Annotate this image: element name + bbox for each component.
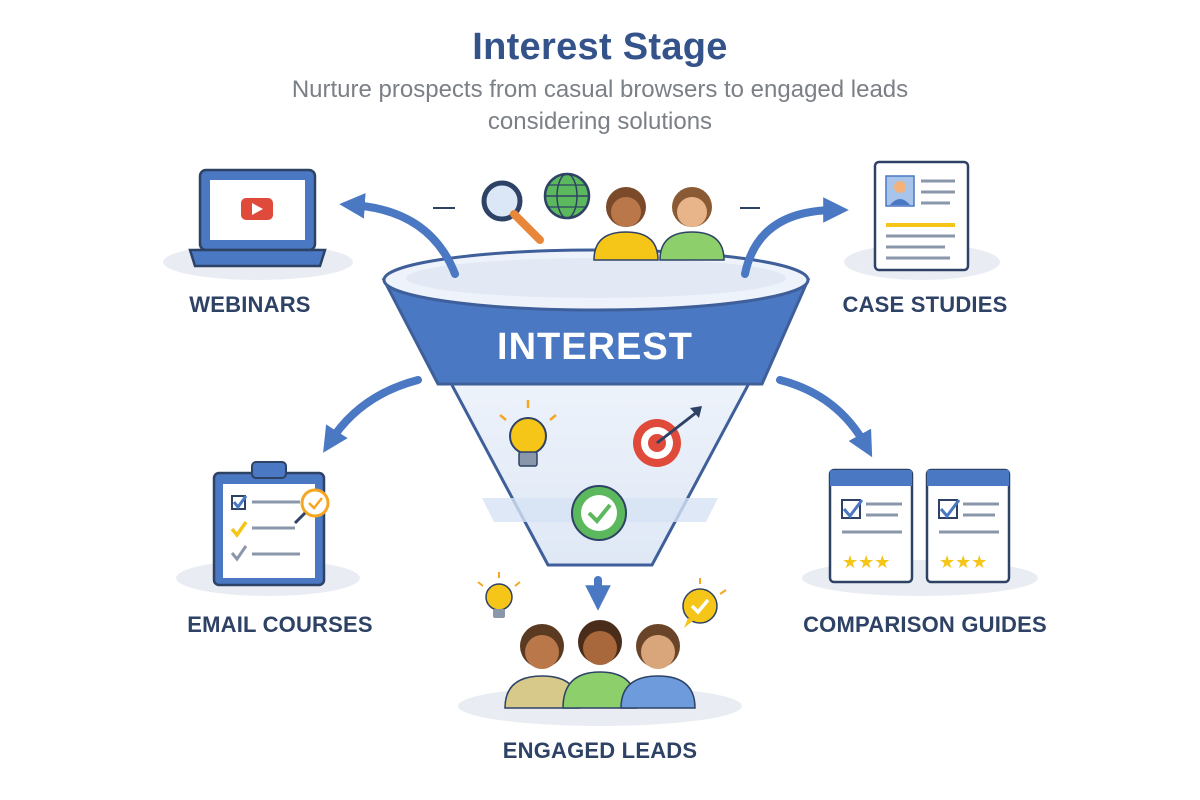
arrow-to-webinars (339, 193, 459, 278)
comparison-doc-left: ★★★ (828, 468, 914, 584)
checkmark-icon (571, 485, 627, 541)
arrow-to-comparison-guides (776, 376, 873, 458)
comparison-documents-icon: ★★★ ★★★ (802, 468, 1038, 596)
email-courses-label: EMAIL COURSES (187, 612, 373, 637)
document-profile-icon (844, 160, 1000, 280)
arrow-to-case-studies (741, 197, 849, 278)
arrow-to-email-courses (323, 376, 422, 453)
comparison-guides-label: COMPARISON GUIDES (803, 612, 1047, 637)
page-title: Interest Stage (472, 26, 728, 68)
svg-text:★★★: ★★★ (939, 552, 987, 573)
globe-icon (543, 172, 591, 220)
svg-text:★★★: ★★★ (842, 552, 890, 573)
funnel-stage-label: INTEREST (497, 326, 693, 368)
checkmark-bubble-icon (682, 578, 727, 628)
magnifier-icon (481, 180, 544, 244)
case-studies-label: CASE STUDIES (842, 292, 1008, 317)
engaged-leads-group (458, 620, 742, 726)
webinars-label: WEBINARS (189, 292, 311, 317)
engaged-leads-label: ENGAGED LEADS (502, 738, 698, 763)
person-icon (659, 187, 725, 261)
lightbulb-icon (499, 400, 557, 467)
person-icon (504, 624, 580, 709)
person-icon (620, 624, 696, 709)
funnel-opening-inner (406, 258, 786, 298)
comparison-doc-right: ★★★ (925, 468, 1011, 584)
laptop-video-icon (163, 168, 353, 280)
lightbulb-icon (477, 572, 521, 618)
person-icon (593, 187, 659, 261)
person-icon (562, 620, 638, 709)
page-subtitle: Nurture prospects from casual browsers t… (291, 76, 909, 135)
target-icon (633, 406, 702, 467)
funnel (381, 248, 811, 567)
clipboard-checklist-icon (176, 461, 360, 596)
